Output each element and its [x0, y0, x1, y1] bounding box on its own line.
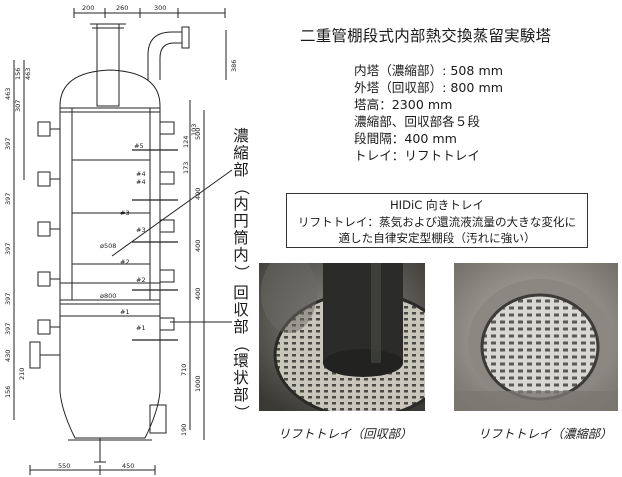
right-dim-3: 124 — [182, 136, 190, 148]
right-dim-7: 400 — [194, 240, 202, 252]
top-dim-3: 300 — [154, 4, 166, 12]
tray-mark-3b: #3 — [136, 226, 146, 234]
left-dim-12: 156 — [4, 386, 12, 398]
tray-note-box: HIDiC 向きトレイ リフトトレイ：蒸気および還流液流量の大きな変化に 適した… — [286, 193, 588, 248]
left-dim-8: 397 — [4, 293, 12, 305]
bottom-dim-2: 450 — [122, 462, 134, 470]
stripping-section-label: 回 収 部 （ 環 状 部 ） — [232, 284, 251, 421]
left-dim-3: 463 — [24, 68, 32, 80]
rectifying-char: （ — [232, 179, 251, 196]
stripping-char: 部 — [233, 318, 249, 336]
spec-item: 塔高：2300 mm — [354, 97, 453, 112]
caption-stripping-tray: リフトトレイ（回収部） — [278, 427, 413, 441]
rectifying-char: 内 — [233, 195, 249, 213]
stripping-char: 状 — [233, 369, 249, 387]
stripping-char: ） — [232, 404, 251, 421]
photo-stripping-tray — [259, 263, 425, 411]
right-dim-2: 500 — [194, 128, 202, 140]
tray-mark-4a: #4 — [136, 170, 146, 178]
tray-mark-1a: #1 — [120, 308, 130, 316]
rectifying-char: 濃 — [233, 127, 249, 145]
tray-mark-2a: #2 — [120, 258, 130, 266]
left-dim-11: 210 — [18, 368, 26, 380]
right-dim-6: 400 — [194, 188, 202, 200]
rectifying-char: 筒 — [233, 229, 249, 247]
tray-mark-3a: #3 — [120, 209, 130, 217]
right-dim-8: 400 — [194, 288, 202, 300]
rectifying-char: 円 — [233, 212, 249, 230]
note-line-2: 適した自律安定型棚段（汚れに強い） — [338, 231, 536, 245]
stripping-char: 部 — [233, 386, 249, 404]
top-dim-2: 260 — [116, 4, 128, 12]
left-dim-9: 397 — [4, 323, 12, 335]
stripping-char: 環 — [233, 352, 249, 370]
rectifying-char: 縮 — [233, 144, 249, 162]
left-dim-7: 397 — [4, 243, 12, 255]
right-dim-10: 1000 — [194, 375, 202, 392]
left-dim-4: 307 — [14, 100, 22, 112]
rectifying-char: 内 — [233, 246, 249, 264]
stripping-char: 収 — [233, 301, 249, 319]
tray-mark-1b: #1 — [136, 324, 146, 332]
spec-item: 段間隔：400 mm — [354, 131, 457, 146]
left-dim-6: 397 — [4, 193, 12, 205]
left-dim-10: 430 — [4, 350, 12, 362]
right-dim-4: 103 — [190, 124, 198, 136]
caption-rectifying-tray: リフトトレイ（濃縮部） — [478, 427, 613, 441]
outer-diameter: ø800 — [100, 292, 116, 300]
top-dim-1: 200 — [82, 4, 94, 12]
spec-item: 外塔（回収部）: 800 mm — [354, 80, 503, 95]
left-dim-2: 156 — [14, 68, 22, 80]
photo-rectifying-tray — [454, 263, 618, 411]
tray-mark-2b: #2 — [136, 276, 146, 284]
right-dim-11: 190 — [180, 424, 188, 436]
inner-diameter: ø508 — [100, 242, 116, 250]
spec-item: 濃縮部、回収部各５段 — [354, 114, 480, 129]
rectifying-char: ） — [232, 264, 251, 281]
page-title: 二重管棚段式内部熱交換蒸留実験塔 — [300, 27, 552, 45]
spec-list: 内塔（濃縮部）: 508 mm 外塔（回収部）: 800 mm 塔高：2300 … — [354, 62, 503, 164]
note-heading: HIDiC 向きトレイ — [389, 198, 485, 212]
note-line-1: リフトトレイ：蒸気および還流液流量の大きな変化に — [297, 214, 577, 229]
right-dim-5: 173 — [182, 162, 190, 174]
rectifying-char: 部 — [233, 161, 249, 179]
tray-mark-5: #5 — [134, 142, 144, 150]
spec-item: トレイ：リフトトレイ — [354, 148, 480, 163]
spec-item: 内塔（濃縮部）: 508 mm — [354, 63, 503, 78]
left-dim-5: 397 — [4, 138, 12, 150]
stripping-char: （ — [232, 336, 251, 353]
left-dim-1: 463 — [4, 88, 12, 100]
rectifying-section-label: 濃 縮 部 （ 内 円 筒 内 ） — [232, 127, 251, 281]
stripping-char: 回 — [233, 284, 249, 302]
right-dim-1: 386 — [230, 60, 238, 72]
right-dim-9: 710 — [180, 364, 188, 376]
tray-mark-4b: #4 — [136, 178, 146, 186]
column-drawing: 200 260 300 550 450 463 156 463 307 397 … — [4, 4, 238, 475]
bottom-dim-1: 550 — [58, 462, 70, 470]
